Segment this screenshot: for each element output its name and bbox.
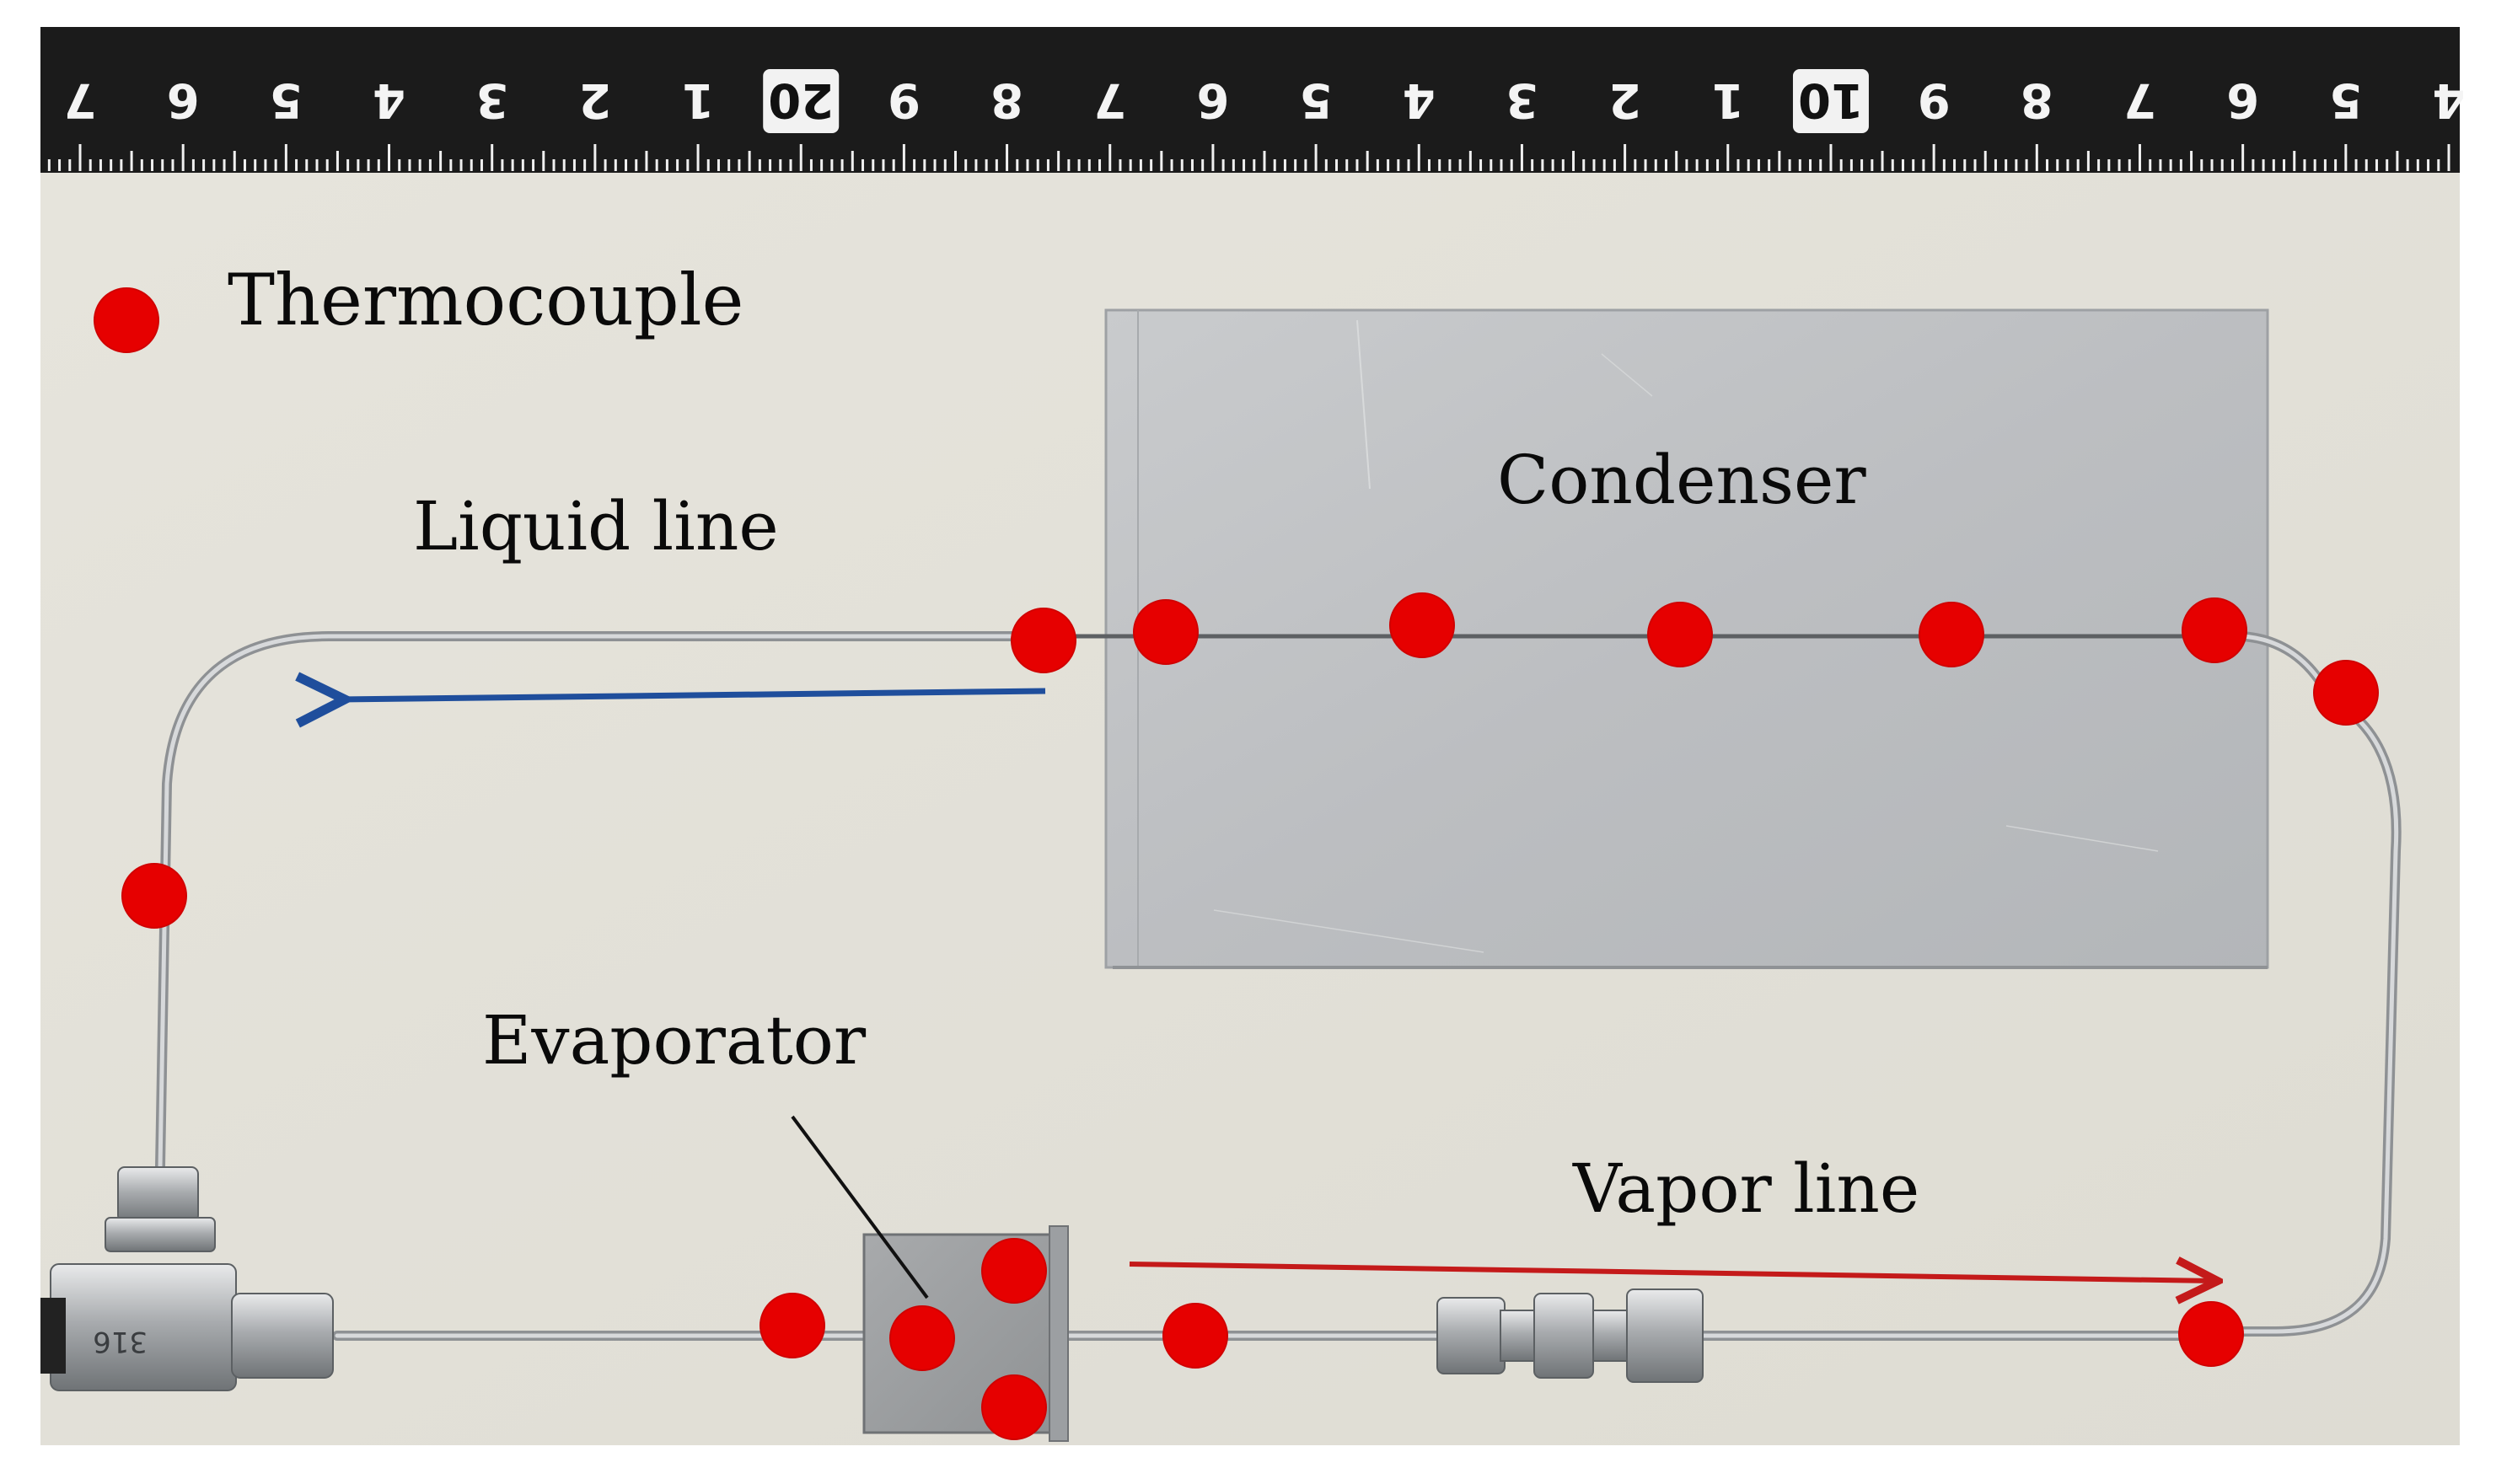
thermocouple-dot <box>981 1374 1047 1440</box>
thermocouples <box>121 592 2379 1440</box>
ruler-numbers: 7 6 5 4 3 2 1 20 9 8 7 6 5 4 3 2 1 10 9 8 7 6 5 4 <box>64 69 2466 133</box>
ruler-number: 9 <box>888 72 921 127</box>
thermocouple-dot <box>2313 660 2379 726</box>
ruler-number: 7 <box>2123 72 2156 127</box>
evaporator-label: Evaporator <box>482 1001 867 1080</box>
ruler-number: 6 <box>2226 72 2259 127</box>
tee-fitting: 316 <box>40 1166 334 1391</box>
ruler-number: 4 <box>2433 72 2466 127</box>
thermocouple-dot <box>889 1305 955 1371</box>
liquid-flow-arrow <box>339 691 1046 699</box>
ruler-number: 4 <box>1403 72 1436 127</box>
ruler-number: 6 <box>1196 72 1229 127</box>
ruler-number: 7 <box>64 72 97 127</box>
ruler-number: 2 <box>1608 72 1641 127</box>
ruler-number: 1 <box>1711 72 1744 127</box>
ruler-number: 6 <box>167 72 200 127</box>
tubing-loop <box>155 631 2402 1341</box>
ruler-number: 8 <box>990 72 1023 127</box>
thermocouple-dot <box>1389 592 1455 658</box>
legend-label: Thermocouple <box>228 259 743 341</box>
ruler-ticks <box>47 144 2450 171</box>
thermocouple-dot <box>2182 597 2247 663</box>
fitting-marking: 316 <box>93 1325 148 1358</box>
thermocouple-dot <box>2178 1301 2244 1367</box>
thermocouple-dot <box>1011 608 1076 673</box>
ruler-number: 7 <box>1093 72 1126 127</box>
vapor-line-label: Vapor line <box>1572 1149 1919 1228</box>
ruler-number: 10 <box>1798 72 1864 127</box>
ruler-number: 3 <box>475 72 508 127</box>
thermocouple-dot <box>1919 602 1984 667</box>
ruler: 7 6 5 4 3 2 1 20 9 8 7 6 5 4 3 2 1 10 9 8 7 6 5 4 <box>40 27 2465 173</box>
union-fittings <box>1436 1288 1704 1383</box>
liquid-line-label: Liquid line <box>413 487 779 565</box>
ruler-number-box <box>763 69 840 133</box>
thermocouple-dot <box>121 863 187 929</box>
ruler-number-box <box>1792 69 1869 133</box>
ruler-number: 5 <box>2329 72 2362 127</box>
ruler-number: 5 <box>1300 72 1333 127</box>
ruler-number: 20 <box>768 72 834 127</box>
ruler-number: 5 <box>270 72 303 127</box>
evaporator-pointer-line <box>791 1115 929 1299</box>
thermocouple-dot <box>1647 602 1713 667</box>
ruler-number: 2 <box>578 72 611 127</box>
ruler-number: 3 <box>1506 72 1538 127</box>
thermocouple-dot <box>760 1293 825 1358</box>
ruler-number: 9 <box>1918 72 1951 127</box>
condenser-label: Condenser <box>1497 441 1866 519</box>
thermocouple-dot <box>1133 599 1199 665</box>
ruler-number: 1 <box>682 72 715 127</box>
vapor-flow-arrow <box>1129 1264 2213 1281</box>
ruler-number: 8 <box>2021 72 2053 127</box>
red-dot-icon <box>94 287 159 353</box>
ruler-number: 4 <box>373 72 405 127</box>
thermocouple-dot <box>981 1238 1047 1304</box>
thermocouple-dot <box>1162 1303 1228 1369</box>
